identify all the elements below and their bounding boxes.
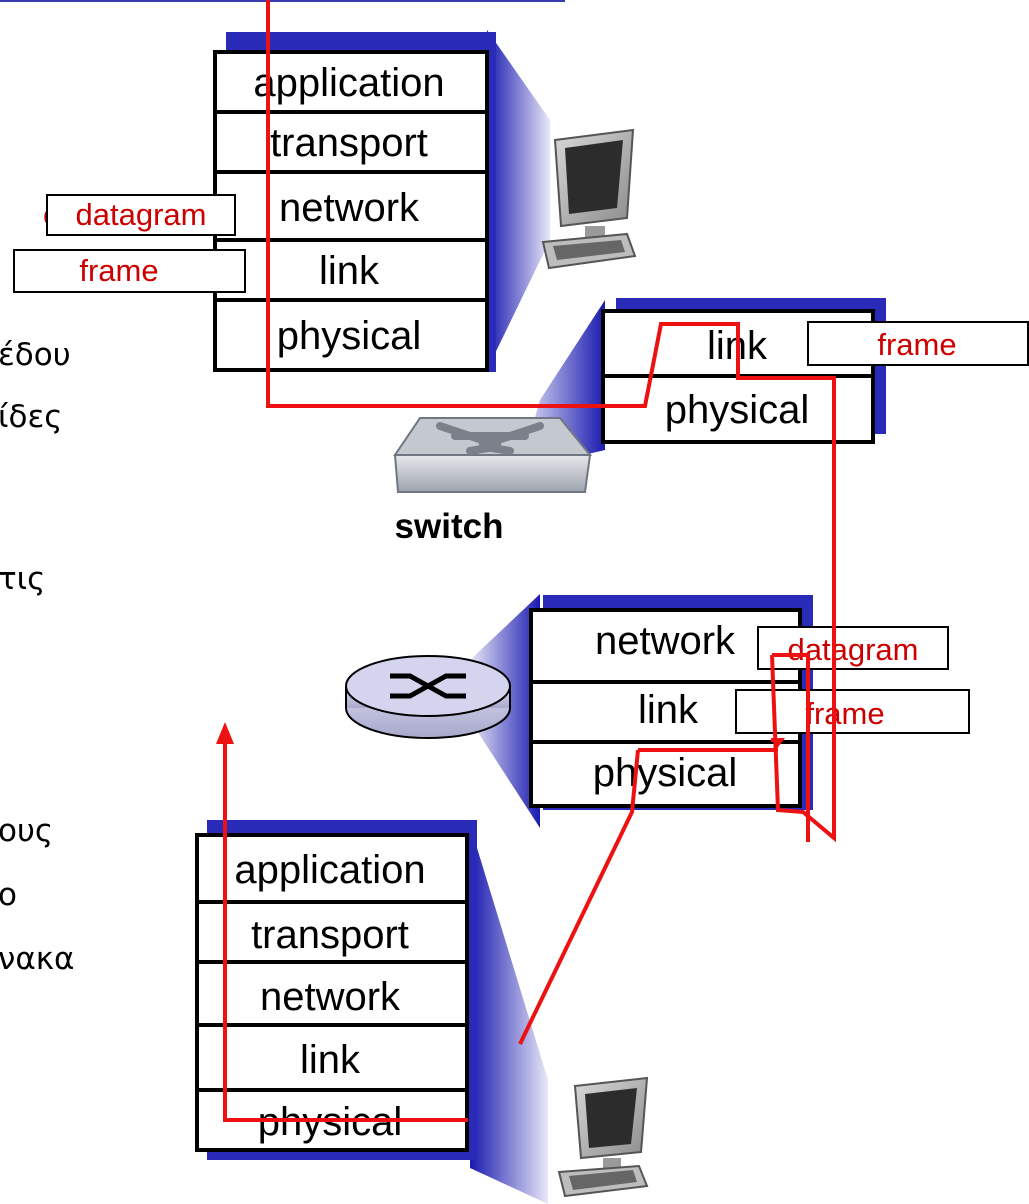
greek-text-fragments: έδου ίδες τις ους ο νακα xyxy=(0,337,74,977)
destination-layer-link: link xyxy=(300,1038,361,1082)
greek-fragment: ο xyxy=(0,877,17,913)
switch-layer-physical: physical xyxy=(665,388,810,432)
destination-layer-network: network xyxy=(260,975,401,1019)
destination-host: application transport network link physi… xyxy=(195,820,649,1204)
router-protocol-stack: network link physical xyxy=(529,608,802,808)
source-datagram-label: datagram xyxy=(76,197,207,232)
greek-fragment: ίδες xyxy=(0,399,62,435)
path-source-to-router xyxy=(266,0,836,843)
switch-frame-box xyxy=(807,321,1029,366)
destination-host-fan xyxy=(470,825,548,1204)
desktop-computer-icon xyxy=(541,128,637,270)
switch-frame-label: frame xyxy=(877,327,956,362)
arrow-up-icon xyxy=(216,722,234,744)
router-icon xyxy=(345,655,511,739)
desktop-computer-icon xyxy=(557,1076,649,1198)
greek-fragment: νακα xyxy=(0,941,74,977)
router-layer-network: network xyxy=(595,619,736,663)
source-layer-transport: transport xyxy=(270,121,428,165)
path-router-link xyxy=(771,738,785,750)
path-router-internal xyxy=(772,653,810,842)
router-datagram-box xyxy=(757,626,949,670)
switch-label: switch xyxy=(395,507,504,546)
greek-fragment: τις xyxy=(0,561,45,597)
source-layer-physical: physical xyxy=(277,314,422,358)
destination-protocol-stack: application transport network link physi… xyxy=(195,833,469,1152)
switch-node: link physical switch frame xyxy=(393,298,1029,546)
destination-layer-transport: transport xyxy=(251,913,409,957)
source-host: application transport network link physi… xyxy=(13,30,637,372)
source-layer-link: link xyxy=(319,249,380,293)
source-layer-application: application xyxy=(253,61,444,105)
source-frame-label: frame xyxy=(79,253,158,288)
source-datagram-box xyxy=(46,194,236,236)
source-layer-network: network xyxy=(279,186,420,230)
router-layer-physical: physical xyxy=(593,751,738,795)
path-destination-up xyxy=(223,742,468,1122)
network-switch-icon xyxy=(393,417,593,493)
router-node: network link physical datagram frame xyxy=(345,594,970,828)
greek-fragment: ους xyxy=(0,813,53,849)
data-path xyxy=(223,0,836,1122)
greek-fragment: έδου xyxy=(0,337,71,373)
router-layer-link: link xyxy=(638,688,699,732)
router-frame-label: frame xyxy=(805,696,884,731)
source-protocol-stack: application transport network link physi… xyxy=(213,50,489,372)
path-router-to-destination xyxy=(518,749,640,1045)
source-frame-box xyxy=(13,249,246,293)
destination-layer-application: application xyxy=(234,848,425,892)
source-host-fan xyxy=(487,30,550,370)
